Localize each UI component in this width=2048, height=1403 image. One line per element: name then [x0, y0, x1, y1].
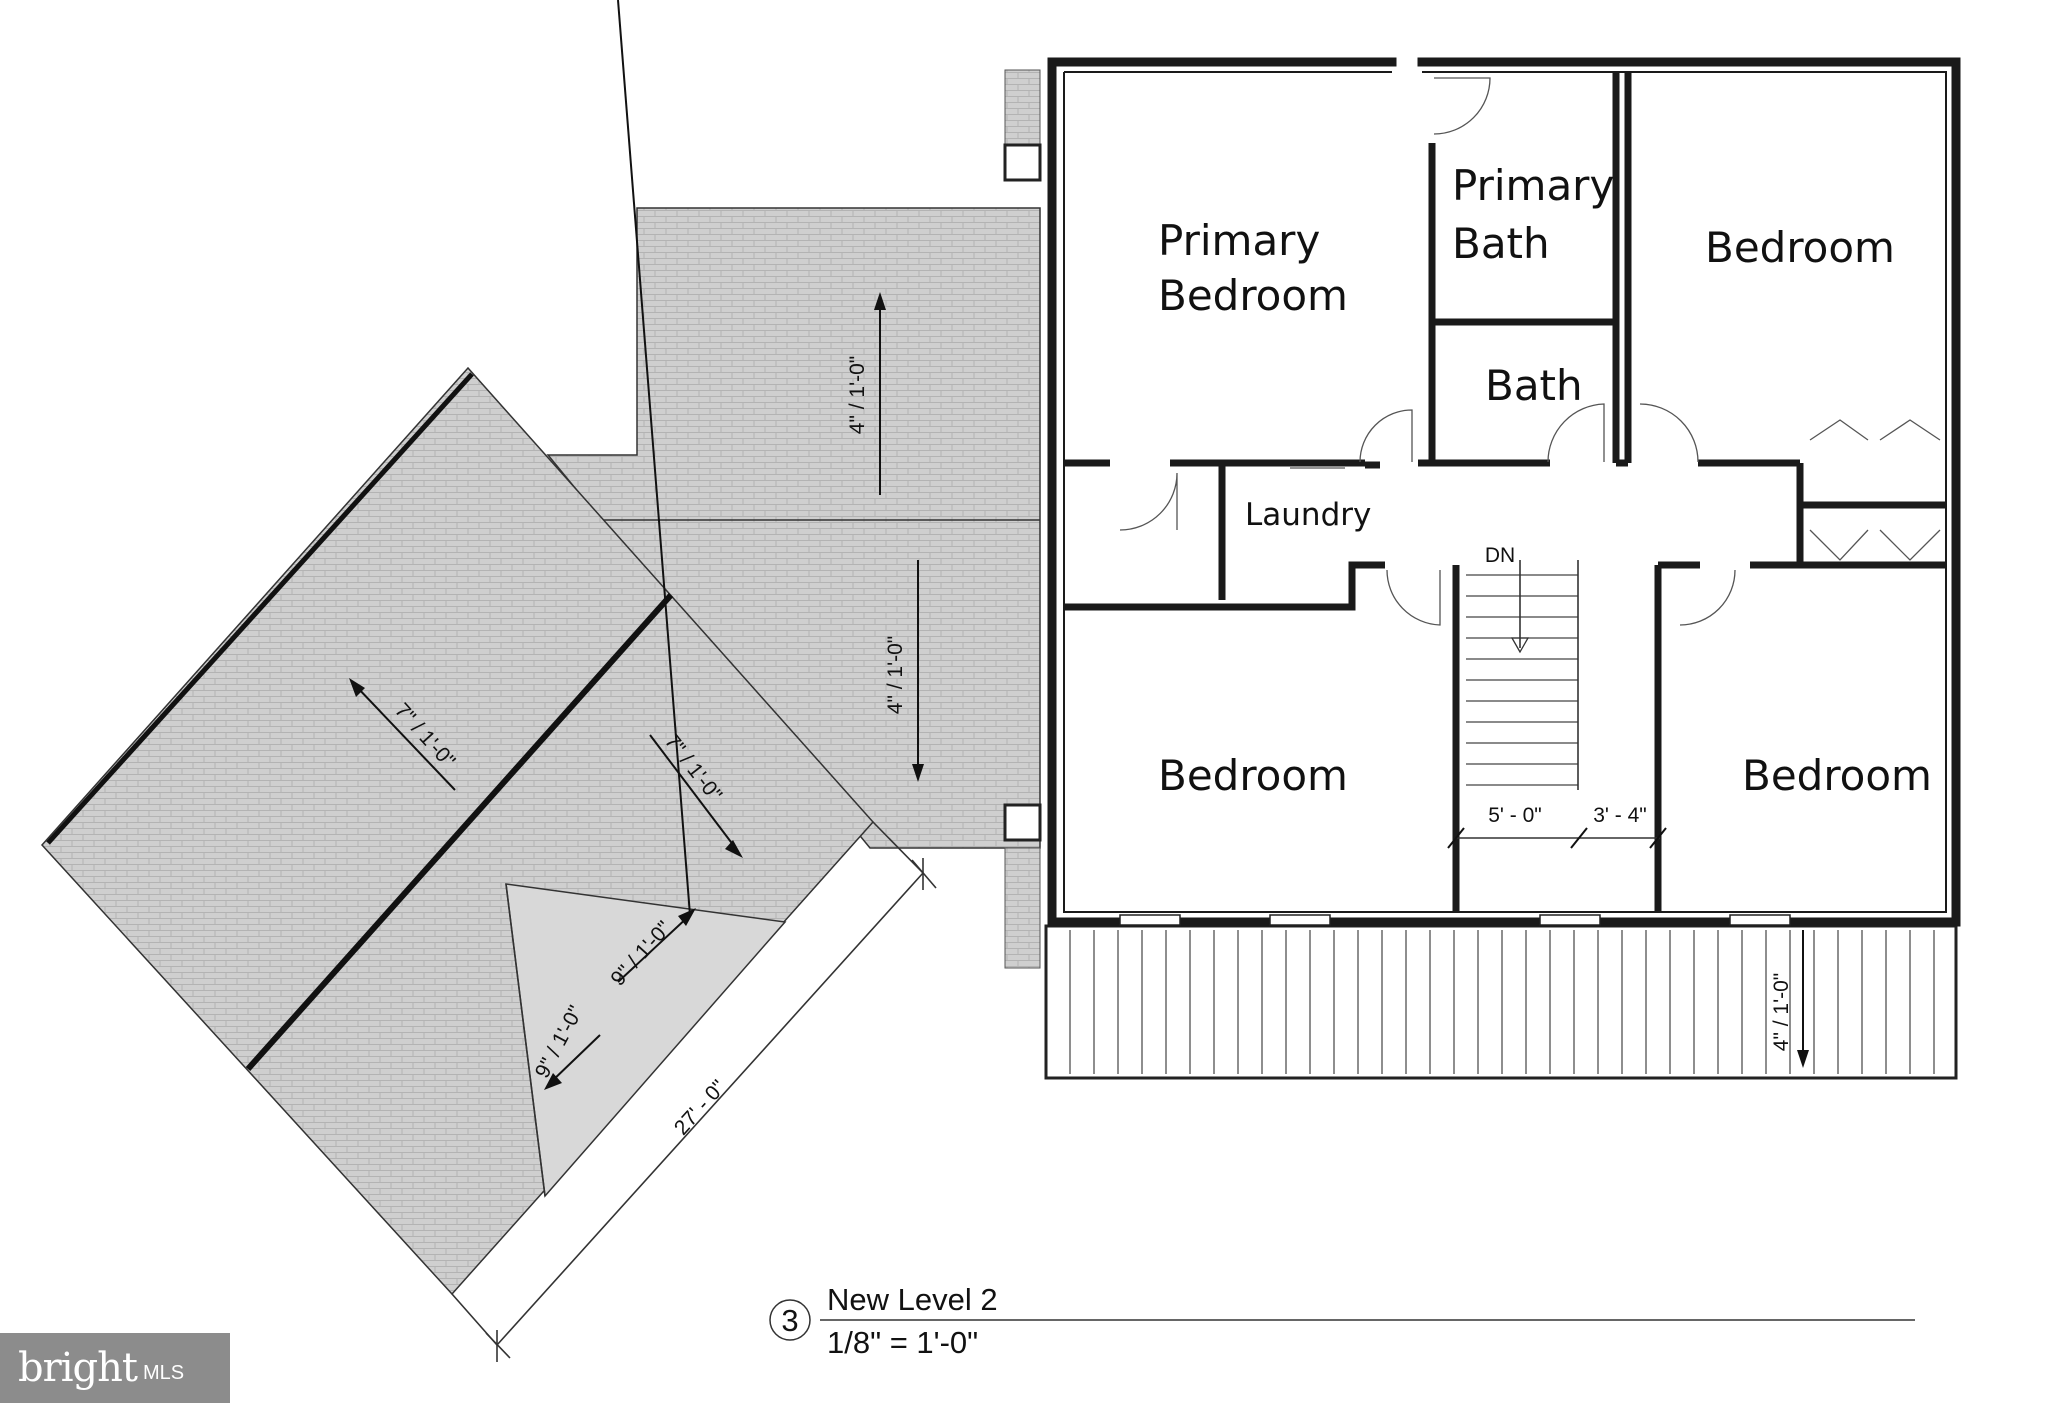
slope-arrow-gable-a: [617, 0, 696, 983]
interior-walls: [1064, 72, 1946, 912]
watermark: bright MLS: [0, 1333, 230, 1403]
chimney-bottom: [1004, 847, 1041, 969]
porch-seams: [1069, 930, 1935, 1074]
chimney-top: [1004, 69, 1041, 151]
primary-bedroom-label-line1: Primary: [1158, 216, 1320, 265]
stair-dim-tick-c: [1649, 827, 1667, 849]
bedroom-se-label: Bedroom: [1742, 751, 1932, 800]
slope-arrow-wing-right: [649, 734, 743, 858]
slope-arrow-upper-a: [874, 292, 886, 495]
stair-dim-tick-b: [1570, 827, 1588, 849]
primary-bedroom-label-line2: Bedroom: [1158, 271, 1348, 320]
exterior-walls: [1047, 57, 1961, 927]
stair-treads: [1466, 574, 1578, 786]
slope-label-upper-b: 4" / 1'-0": [884, 636, 907, 714]
landing-width-label: 3' - 4": [1593, 804, 1646, 827]
slope-arrow-wing-left: [349, 678, 456, 791]
bath-label: Bath: [1485, 361, 1583, 410]
wing-eave: [46, 372, 474, 845]
dormer-valley: [505, 883, 546, 1197]
primary-bath-label-line2: Bath: [1452, 219, 1550, 268]
drawing-number: 3: [781, 1303, 798, 1338]
flue-bottom: [1003, 803, 1042, 842]
drawing-scale: 1/8" = 1'-0": [827, 1325, 978, 1360]
window-openings: [1119, 914, 1791, 926]
stair-label: DN: [1485, 544, 1515, 567]
stair-direction-arrow: [1510, 637, 1530, 654]
laundry-label: Laundry: [1245, 497, 1371, 533]
slope-label-porch: 4" / 1'-0": [1770, 973, 1793, 1051]
slope-arrow-porch: [1797, 930, 1809, 1068]
watermark-brand: bright: [18, 1345, 138, 1391]
drawing-title: New Level 2: [827, 1282, 998, 1317]
door-swings: [1119, 77, 1941, 626]
slope-label-upper-a: 4" / 1'-0": [846, 356, 869, 434]
slope-arrow-gable-b: [544, 1034, 601, 1090]
wing-ridge: [245, 593, 674, 1071]
roof-dimension-line: [496, 872, 924, 1346]
dim-extension-a: [872, 821, 924, 874]
bedroom-ne-label: Bedroom: [1705, 223, 1895, 272]
flue-top: [1003, 143, 1042, 182]
dim-tick-a: [911, 859, 937, 889]
porch-roof: [1044, 924, 1958, 1080]
primary-bath-label-line1: Primary: [1452, 161, 1614, 210]
drawing-number-bubble: [769, 1299, 811, 1341]
stair-width-label: 5' - 0": [1488, 804, 1541, 827]
slope-arrow-upper-b: [912, 560, 924, 782]
dim-extension-b: [451, 1293, 498, 1346]
bedroom-sw-label: Bedroom: [1158, 751, 1348, 800]
stair-dim-tick-a: [1447, 827, 1465, 849]
watermark-suffix: MLS: [142, 1361, 185, 1384]
roof-length-label: 27' - 0": [670, 1076, 731, 1140]
